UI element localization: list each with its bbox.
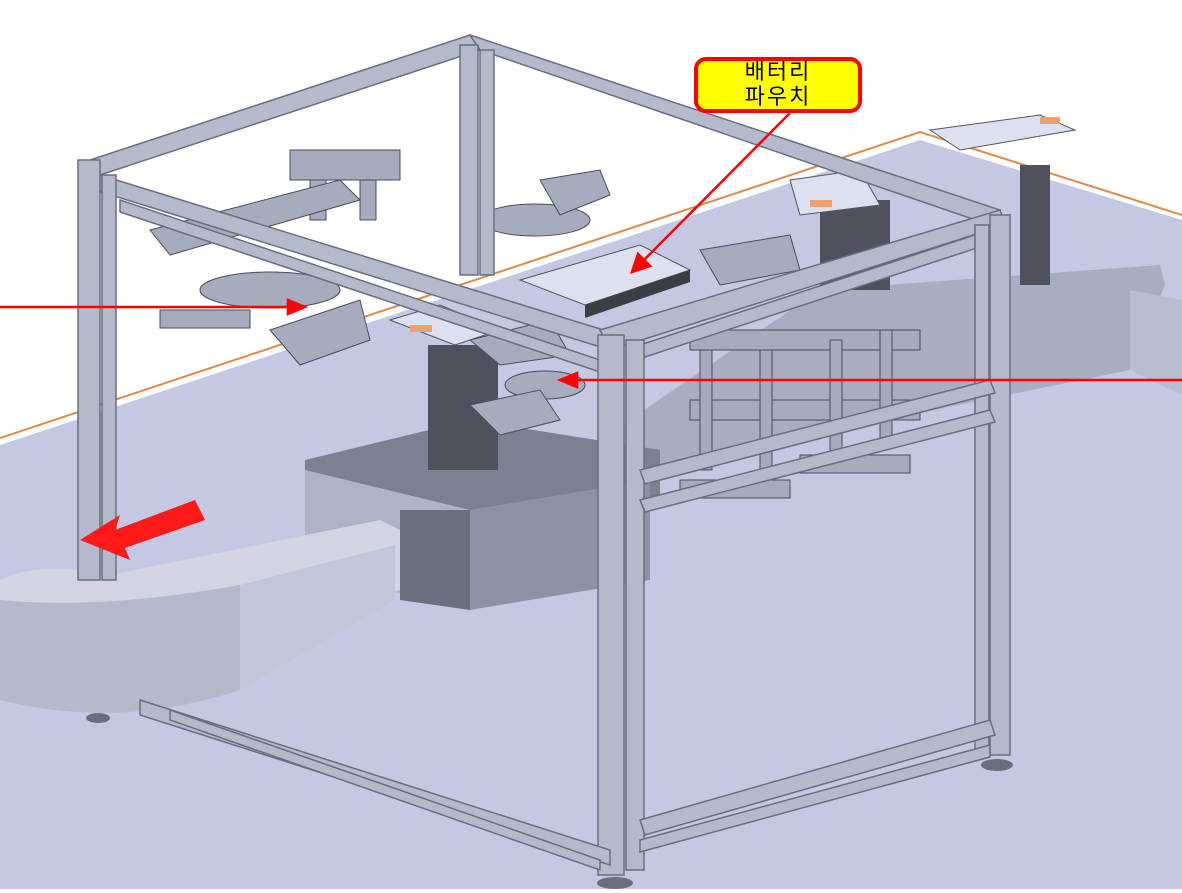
right-pointer-head (556, 371, 579, 389)
foot-1 (597, 877, 633, 889)
tab-2 (810, 200, 832, 207)
flow-direction-arrow-icon (80, 500, 205, 560)
tab-3 (410, 325, 432, 332)
front-conveyor-end (240, 545, 395, 690)
pouch-pointer-line (641, 112, 791, 263)
pouch-pointer-head (630, 251, 653, 274)
foot-2 (981, 759, 1013, 771)
battery-pouch-edge (585, 270, 690, 318)
far-tower (1020, 165, 1050, 285)
front-conveyor-side (0, 585, 240, 713)
callout-line-2: 파우치 (744, 85, 812, 110)
tab-1 (1040, 117, 1060, 124)
left-pointer-head (286, 298, 309, 316)
aluminium-frame (77, 33, 1011, 876)
foot-3 (86, 713, 110, 723)
callout-pointers (0, 112, 1182, 389)
battery-pouch-callout: 배터리 파우치 (694, 57, 862, 113)
far-plate (928, 114, 1077, 151)
center-table-shadow (400, 510, 470, 610)
back-conveyor (1130, 290, 1182, 395)
callout-line-1: 배터리 (744, 60, 812, 85)
